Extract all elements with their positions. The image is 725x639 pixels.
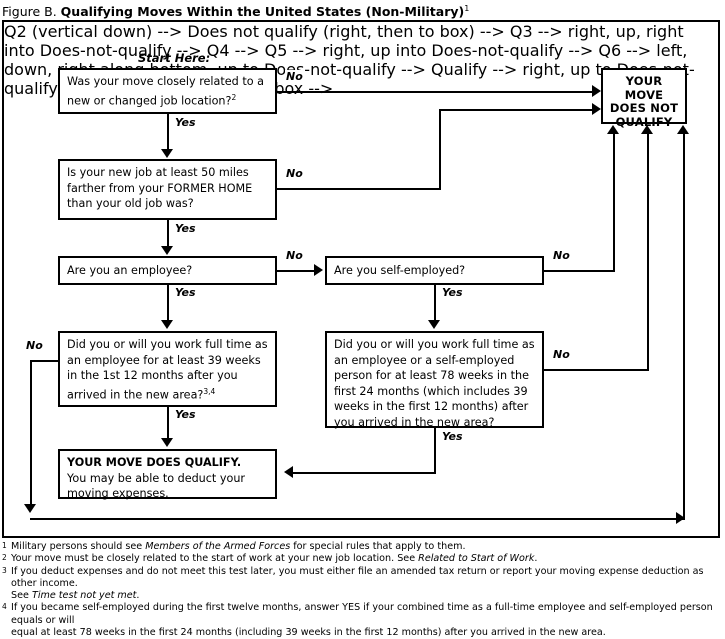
edge-q2-no-line-h2 xyxy=(439,109,598,111)
decision-box-job-location-text: Was your move closely related to a new o… xyxy=(67,75,264,108)
edge-label-q5-no: No xyxy=(25,339,44,352)
footnote-1: 1 Military persons should see Members of … xyxy=(2,541,722,553)
edge-q2-no-line-v xyxy=(439,109,441,190)
edge-q5-no-arrowhead-right xyxy=(676,512,685,524)
edge-q3-no-arrowhead xyxy=(314,264,323,276)
edge-label-q6-yes: Yes xyxy=(441,430,464,443)
edge-q6-yes-line-v xyxy=(434,428,436,473)
footnote-3-continued: See Time test not yet met. xyxy=(2,590,722,602)
edge-q5-yes-line xyxy=(167,407,169,441)
figure-label: Figure B. xyxy=(2,4,57,20)
terminal-box-qualify-heading: YOUR MOVE DOES QUALIFY. xyxy=(67,456,242,469)
footnote-1-title: Members of the Armed Forces xyxy=(145,541,291,552)
footnote-4-text-a: If you became self-employed during the f… xyxy=(11,602,713,626)
edge-q1-no-line xyxy=(277,91,598,93)
terminal-box-does-not-qualify[interactable]: YOUR MOVE DOES NOT QUALIFY xyxy=(601,68,687,128)
footnote-2-title: Related to Start of Work xyxy=(418,553,535,565)
decision-box-employee[interactable]: Are you an employee? xyxy=(58,256,277,285)
decision-box-job-location-superscript: 2 xyxy=(231,92,237,102)
edge-label-q3-yes: Yes xyxy=(174,286,197,299)
footnote-3: 3 If you deduct expenses and do not meet … xyxy=(2,566,722,591)
footnote-3-text-a: If you deduct expenses and do not meet t… xyxy=(11,565,704,589)
edge-label-q1-no: No xyxy=(285,70,304,83)
edge-q3-yes-arrowhead xyxy=(161,320,173,329)
edge-q2-yes-line xyxy=(167,220,169,251)
edge-label-q4-yes: Yes xyxy=(441,286,464,299)
decision-box-self-employed-text: Are you self-employed? xyxy=(334,264,466,277)
decision-box-39-weeks-text: Did you or will you work full time as an… xyxy=(67,338,268,402)
start-here-label: Start Here: xyxy=(138,51,211,65)
edge-q1-yes-arrowhead xyxy=(161,149,173,158)
edge-q2-no-line-h1 xyxy=(277,188,441,190)
footnote-4: 4 If you became self-employed during the … xyxy=(2,602,722,627)
edge-q5-no-line-h1 xyxy=(30,360,60,362)
edge-q5-no-arrowhead-up xyxy=(677,125,689,134)
edge-q5-no-line-v2 xyxy=(683,134,685,520)
edge-label-q3-no: No xyxy=(285,249,304,262)
edge-q5-no-arrowhead-down xyxy=(24,504,36,513)
figure-caption: Figure B. Qualifying Moves Within the Un… xyxy=(2,1,720,19)
decision-box-fifty-miles[interactable]: Is your new job at least 50 miles farthe… xyxy=(58,159,277,220)
edge-label-q5-yes: Yes xyxy=(174,408,197,421)
flowchart-frame: Start Here: Was your move closely relate… xyxy=(2,20,720,538)
edge-q1-no-arrowhead xyxy=(592,85,601,97)
footnote-4-marker: 4 xyxy=(2,602,7,612)
decision-box-employee-text: Are you an employee? xyxy=(67,264,193,277)
decision-box-39-weeks-superscript: 3,4 xyxy=(203,386,216,396)
footnote-1-text-b: for special rules that apply to them. xyxy=(290,541,466,552)
edge-q3-no-line xyxy=(277,270,316,272)
footnote-3-text-c: . xyxy=(136,590,140,602)
figure-title: Qualifying Moves Within the United State… xyxy=(60,4,465,20)
terminal-box-does-not-qualify-line4: QUALIFY xyxy=(615,114,673,129)
footnote-2-text-a: Your move must be closely related to the… xyxy=(11,553,419,565)
footnote-3-title: Time test not yet met xyxy=(31,590,137,602)
edge-q4-no-line-v xyxy=(613,134,615,272)
decision-box-39-weeks[interactable]: Did you or will you work full time as an… xyxy=(58,331,277,407)
edge-q2-no-arrowhead xyxy=(592,103,601,115)
edge-q5-no-line-v1 xyxy=(30,360,32,506)
terminal-box-qualify-body: You may be able to deduct your moving ex… xyxy=(67,471,246,501)
footnote-1-marker: 1 xyxy=(2,541,7,550)
edge-q6-no-line-v xyxy=(647,134,649,371)
footnotes: 1 Military persons should see Members of … xyxy=(2,541,722,639)
figure-title-superscript: 1 xyxy=(464,4,470,13)
edge-q6-no-line-h xyxy=(544,369,649,371)
edge-label-q2-yes: Yes xyxy=(174,222,197,235)
edge-q5-no-line-h2 xyxy=(30,518,685,520)
decision-box-78-weeks[interactable]: Did you or will you work full time as an… xyxy=(325,331,544,429)
decision-box-78-weeks-text: Did you or will you work full time as an… xyxy=(334,338,535,429)
edge-q1-yes-line xyxy=(167,114,169,150)
footnote-2-text-b: . xyxy=(534,553,538,565)
footnote-3-text-b: See xyxy=(11,590,32,602)
edge-label-q6-no: No xyxy=(552,348,571,361)
edge-q4-no-line-h xyxy=(544,270,615,272)
edge-q6-yes-line-h xyxy=(293,472,436,474)
footnote-4-continued: equal at least 78 weeks in the first 24 … xyxy=(2,627,722,639)
edge-q3-yes-line xyxy=(167,285,169,322)
decision-box-self-employed[interactable]: Are you self-employed? xyxy=(325,256,544,285)
edge-q6-no-arrowhead xyxy=(641,125,653,134)
terminal-box-does-not-qualify-line1: YOUR xyxy=(625,74,663,88)
edge-q5-yes-arrowhead xyxy=(161,438,173,447)
edge-label-q4-no: No xyxy=(552,249,571,262)
footnote-2: 2 Your move must be closely related to th… xyxy=(2,553,722,565)
edge-q4-yes-arrowhead xyxy=(428,320,440,329)
terminal-box-does-not-qualify-line3: DOES NOT xyxy=(609,101,679,115)
edge-q6-yes-arrowhead xyxy=(284,466,293,478)
footnote-3-marker: 3 xyxy=(2,565,7,575)
terminal-box-does-not-qualify-line2: MOVE xyxy=(624,87,664,102)
decision-box-job-location[interactable]: Was your move closely related to a new o… xyxy=(58,68,277,114)
edge-label-q1-yes: Yes xyxy=(174,116,197,129)
footnote-1-text-a: Military persons should see xyxy=(11,541,146,552)
edge-q4-no-arrowhead xyxy=(607,125,619,134)
edge-q2-yes-arrowhead xyxy=(161,246,173,255)
terminal-box-qualify[interactable]: YOUR MOVE DOES QUALIFY. You may be able … xyxy=(58,449,277,501)
footnote-2-marker: 2 xyxy=(2,553,7,563)
decision-box-fifty-miles-text: Is your new job at least 50 miles farthe… xyxy=(67,166,253,210)
edge-label-q2-no: No xyxy=(285,167,304,180)
edge-q4-yes-line xyxy=(434,285,436,322)
